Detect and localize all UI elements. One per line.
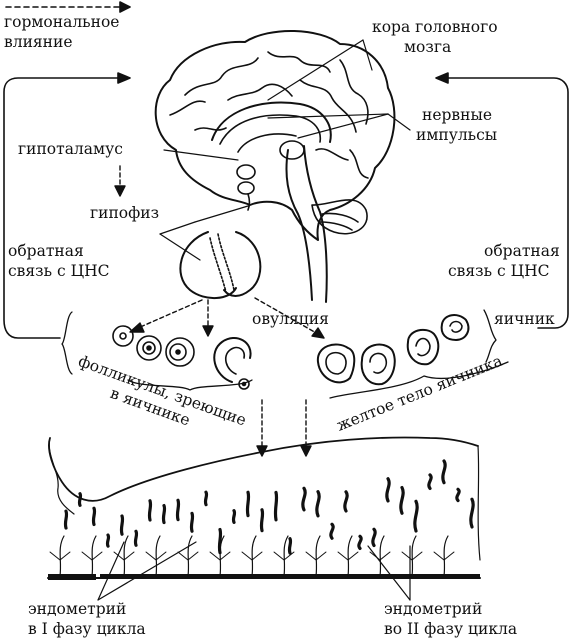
follicles-illustration bbox=[112, 325, 252, 390]
endometrium-phase1-label-line2: в I фазу цикла bbox=[28, 620, 146, 638]
endometrial-gland bbox=[385, 477, 391, 503]
spiral-artery bbox=[59, 535, 65, 577]
ovary-label: яичник bbox=[494, 310, 555, 328]
endometrial-gland bbox=[203, 490, 209, 507]
cortex-label-line2: мозга bbox=[404, 38, 452, 56]
endometrial-gland bbox=[259, 508, 265, 533]
spiral-artery bbox=[283, 535, 289, 577]
endometrial-gland bbox=[287, 537, 293, 555]
spiral-artery bbox=[347, 535, 353, 577]
ovulation-label: овуляция bbox=[252, 310, 329, 328]
spiral-artery bbox=[187, 535, 193, 577]
vessel-branch bbox=[433, 551, 455, 561]
endometrial-gland bbox=[189, 511, 195, 533]
nerve-impulses-label-line1: нервные bbox=[422, 106, 492, 124]
vessel-branch bbox=[113, 551, 135, 561]
endometrial-gland bbox=[469, 497, 475, 529]
spiral-artery bbox=[315, 535, 321, 577]
spiral-artery bbox=[411, 535, 417, 577]
endometrium-pointer-lines bbox=[97, 541, 411, 601]
endometrial-gland bbox=[413, 499, 419, 533]
vessel-branch bbox=[177, 551, 199, 561]
endometrial-gland bbox=[91, 506, 97, 527]
endometrial-gland bbox=[175, 498, 181, 522]
endometrial-gland bbox=[105, 533, 111, 548]
vessel-branch bbox=[305, 551, 327, 561]
endometrial-gland bbox=[63, 509, 69, 530]
endometrium-vessels bbox=[49, 535, 455, 577]
spiral-artery bbox=[443, 535, 449, 577]
spiral-artery bbox=[251, 535, 257, 577]
endometrium-glands bbox=[63, 459, 475, 555]
vessel-branch bbox=[209, 551, 231, 561]
spiral-artery bbox=[155, 535, 161, 577]
cortex-label-line1: кора головного bbox=[372, 18, 498, 36]
feedback-left-label-line2: связь с ЦНС bbox=[8, 262, 110, 280]
endometrial-gland bbox=[161, 503, 167, 525]
endometrial-gland bbox=[371, 527, 377, 548]
endometrial-gland bbox=[301, 486, 307, 512]
vessel-branch bbox=[81, 551, 103, 561]
feedback-left-arrow bbox=[3, 72, 131, 339]
vessel-branch bbox=[337, 551, 359, 561]
pituitary-illustration bbox=[179, 231, 262, 299]
feedback-right-label-line2: связь с ЦНС bbox=[448, 262, 550, 280]
feedback-left-label-line1: обратная bbox=[8, 242, 84, 260]
endometrial-gland bbox=[329, 522, 335, 540]
hypothalamus-label: гипоталамус bbox=[18, 140, 123, 158]
hormonal-influence-label-line2: влияние bbox=[4, 33, 73, 51]
feedback-right-arrow bbox=[435, 72, 569, 329]
endometrial-gland bbox=[133, 529, 139, 547]
endometrial-gland bbox=[231, 509, 237, 524]
endometrial-gland bbox=[399, 485, 405, 515]
endometrial-gland bbox=[343, 490, 349, 513]
endometrial-gland bbox=[119, 514, 125, 536]
nerve-impulses-label-line2: импульсы bbox=[416, 126, 498, 144]
spiral-artery bbox=[219, 535, 225, 577]
endometrial-gland bbox=[77, 492, 83, 507]
hormonal-influence-label-line1: гормональное bbox=[4, 13, 120, 31]
endometrial-gland bbox=[245, 490, 251, 518]
endometrial-gland bbox=[455, 487, 461, 503]
feedback-right-label-line1: обратная bbox=[484, 242, 560, 260]
vessel-branch bbox=[145, 551, 167, 561]
endometrial-gland bbox=[441, 459, 447, 485]
endometrial-gland bbox=[315, 490, 321, 518]
endometrial-gland bbox=[427, 473, 433, 491]
hormonal-dashed-arrows bbox=[114, 165, 325, 457]
vessel-branch bbox=[273, 551, 295, 561]
spiral-artery bbox=[123, 535, 129, 577]
endometrium-illustration bbox=[47, 436, 481, 580]
endometrium-phase1-label-line1: эндометрий bbox=[28, 600, 127, 618]
spiral-artery bbox=[379, 535, 385, 577]
pointer-lines bbox=[159, 39, 411, 261]
pituitary-label: гипофиз bbox=[90, 204, 160, 222]
hormonal-influence-legend-arrow bbox=[5, 1, 131, 13]
endometrial-gland bbox=[273, 490, 279, 522]
corpus-luteum-illustration bbox=[316, 314, 470, 386]
brain-illustration bbox=[154, 29, 396, 303]
endometrium-phase2-label-line2: во II фазу цикла bbox=[384, 620, 518, 638]
endometrium-phase2-label-line1: эндометрий bbox=[384, 600, 483, 618]
spiral-artery bbox=[91, 535, 97, 577]
endometrial-gland bbox=[357, 534, 363, 551]
vessel-branch bbox=[49, 551, 71, 561]
vessel-branch bbox=[241, 551, 263, 561]
endometrial-gland bbox=[147, 499, 153, 522]
ovary-braces bbox=[61, 309, 509, 399]
